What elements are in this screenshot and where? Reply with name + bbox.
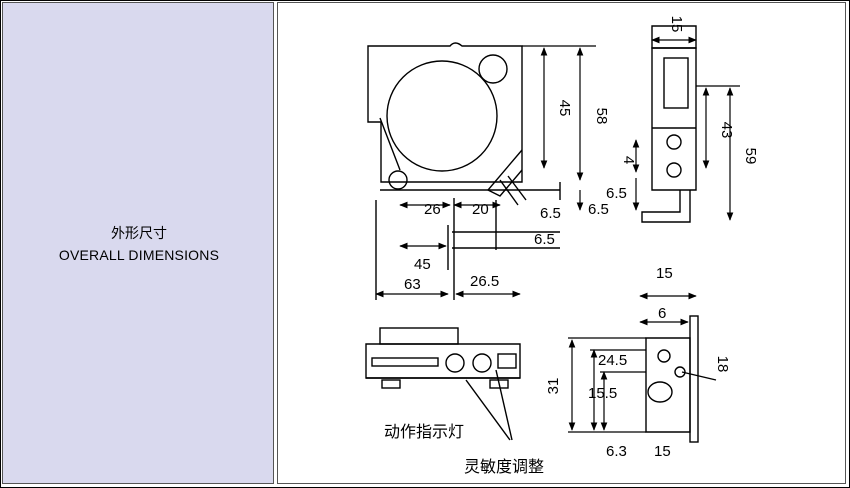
dim-31: 31 xyxy=(545,378,562,395)
dim-59: 59 xyxy=(742,148,759,165)
dim-20: 20 xyxy=(472,201,489,218)
dimension-labels: 15 58 45 43 59 4 6.5 26 20 6.5 6.5 6.5 4… xyxy=(404,16,759,460)
dim-6-3: 6.3 xyxy=(606,443,627,460)
dim-6-5-b: 6.5 xyxy=(588,201,609,218)
dim-6-5-right: 6.5 xyxy=(606,185,627,202)
rear-dimension-lines xyxy=(568,292,697,433)
sensitivity-adjust-label: 灵敏度调整 xyxy=(464,457,544,476)
front-view xyxy=(367,42,561,300)
dim-43: 43 xyxy=(718,122,735,139)
dim-45-v: 45 xyxy=(556,100,573,117)
indicator-lamp-label: 动作指示灯 xyxy=(384,422,464,441)
dim-15-br: 15 xyxy=(656,265,673,282)
dim-26-5: 26.5 xyxy=(470,273,499,290)
dim-6: 6 xyxy=(658,305,666,322)
dim-6-5-a: 6.5 xyxy=(540,205,561,222)
dim-18: 18 xyxy=(714,356,731,373)
dim-15-bottom: 15 xyxy=(654,443,671,460)
dim-15-top: 15 xyxy=(668,16,685,33)
dim-24-5: 24.5 xyxy=(598,352,627,369)
section-title-cn: 外形尺寸 xyxy=(111,225,167,241)
bottom-view xyxy=(365,327,521,441)
side-dimension-lines xyxy=(632,36,740,221)
dim-4: 4 xyxy=(620,156,637,164)
label-cell: 外形尺寸 OVERALL DIMENSIONS xyxy=(2,2,274,484)
dim-45-h: 45 xyxy=(414,256,431,273)
dim-63: 63 xyxy=(404,276,421,293)
callout-labels: 动作指示灯 灵敏度调整 xyxy=(384,422,544,476)
rear-bracket-view xyxy=(645,315,717,443)
front-dimension-lines xyxy=(375,45,596,298)
dim-15-5: 15.5 xyxy=(588,385,617,402)
dim-6-5-c: 6.5 xyxy=(534,231,555,248)
dim-26: 26 xyxy=(424,201,441,218)
drawing-cell xyxy=(277,2,846,484)
section-title-en: OVERALL DIMENSIONS xyxy=(58,247,220,263)
dim-58: 58 xyxy=(593,108,610,125)
side-view xyxy=(641,25,697,223)
